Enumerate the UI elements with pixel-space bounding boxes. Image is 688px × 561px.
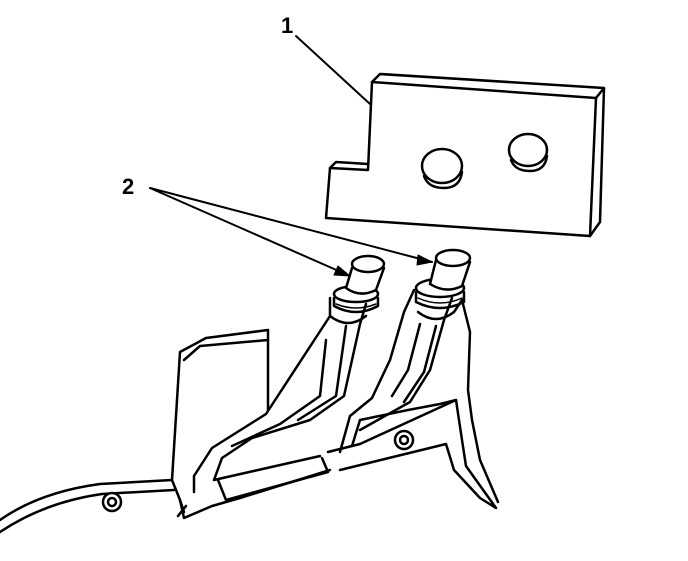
arrowhead — [416, 254, 433, 266]
lower-housing — [0, 298, 500, 534]
callout-label-2: 2 — [122, 174, 135, 199]
callout-label-1: 1 — [281, 13, 294, 38]
pipe-right — [338, 248, 472, 454]
mounting-hole — [507, 132, 549, 173]
pipe-left — [192, 254, 386, 494]
arrowhead — [333, 265, 351, 277]
mounting-hole — [420, 147, 464, 190]
bolt — [393, 429, 415, 451]
bolt — [101, 491, 123, 513]
bracket-plate — [324, 72, 606, 238]
leader-lines — [149, 35, 433, 277]
